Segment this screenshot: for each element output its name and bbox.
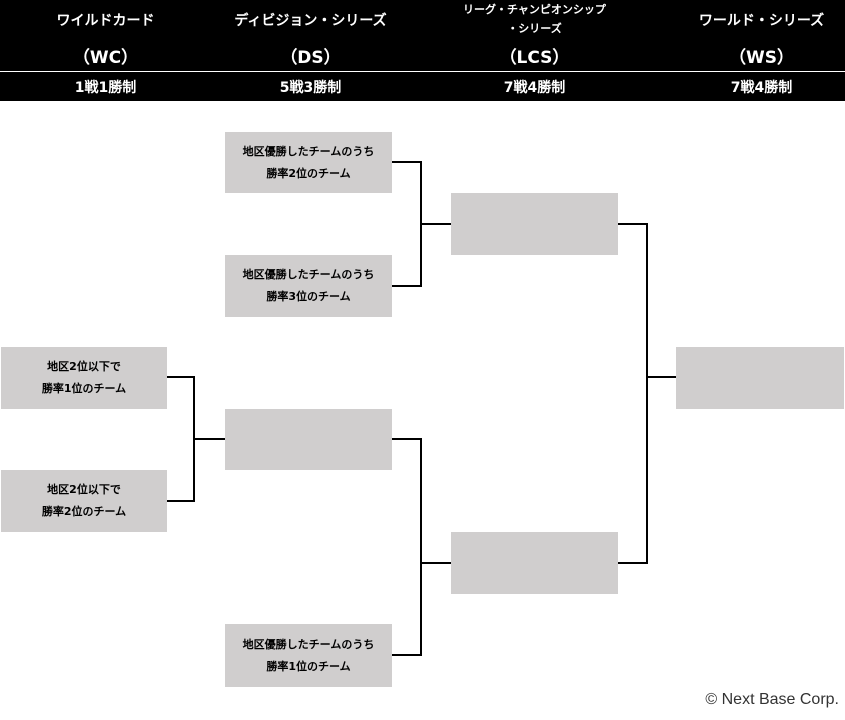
round-name-line2: ・シリーズ [507, 22, 562, 35]
round-name: ディビジョン・シリーズ [234, 13, 387, 29]
round-name: リーグ・チャンピオンシップ [463, 3, 606, 16]
ds-slot-2: 地区優勝したチームのうち 勝率3位のチーム [225, 255, 392, 317]
round-header-ds: ディビジョン・シリーズ （DS） 5戦3勝制 [205, 0, 416, 101]
slot-label: 勝率3位のチーム [266, 290, 351, 303]
lcs-slot-2 [451, 532, 618, 594]
round-header-lcs: リーグ・チャンピオンシップ ・シリーズ （LCS） 7戦4勝制 [429, 0, 640, 101]
round-header-ws: ワールド・シリーズ （WS） 7戦4勝制 [656, 0, 845, 101]
ds-bottom-connector [392, 438, 451, 656]
round-format: 7戦4勝制 [730, 80, 793, 96]
ds-top-connector [392, 161, 451, 287]
lcs-slot-1 [451, 193, 618, 255]
header-divider [0, 71, 845, 72]
wc-slot-1: 地区2位以下で 勝率1位のチーム [1, 347, 167, 409]
round-format: 1戦1勝制 [74, 80, 137, 96]
round-abbr: （DS） [280, 48, 341, 68]
round-abbr: （WS） [729, 48, 794, 68]
slot-label: 地区優勝したチームのうち [242, 268, 375, 281]
slot-label: 地区優勝したチームのうち [242, 144, 375, 158]
round-name: ワイルドカード [56, 13, 155, 29]
slot-label: 地区2位以下で [47, 483, 121, 496]
round-abbr: （LCS） [499, 48, 570, 68]
round-header-wc: ワイルドカード （WC） 1戦1勝制 [0, 0, 211, 101]
slot-label: 勝率2位のチーム [41, 505, 127, 518]
round-format: 7戦4勝制 [503, 80, 566, 96]
ds-slot-3 [225, 409, 392, 470]
wc-slot-2: 地区2位以下で 勝率2位のチーム [1, 470, 167, 532]
copyright-text: © Next Base Corp. [705, 691, 839, 708]
slot-label: 地区2位以下で [47, 360, 121, 373]
wc-connector [167, 376, 225, 502]
round-format: 5戦3勝制 [279, 80, 342, 96]
slot-label: 勝率1位のチーム [266, 659, 351, 673]
round-name: ワールド・シリーズ [698, 13, 825, 29]
lcs-connector [618, 223, 676, 564]
ds-slot-1: 地区優勝したチームのうち 勝率2位のチーム [225, 132, 392, 193]
ds-slot-4: 地区優勝したチームのうち 勝率1位のチーム [225, 624, 392, 687]
round-abbr: （WC） [72, 48, 139, 68]
slot-label: 勝率1位のチーム [41, 382, 127, 395]
round-header: ワイルドカード （WC） 1戦1勝制 ディビジョン・シリーズ （DS） 5戦3勝… [0, 0, 845, 101]
slot-label: 地区優勝したチームのうち [242, 637, 375, 651]
slot-label: 勝率2位のチーム [266, 166, 351, 180]
ws-slot [676, 347, 844, 409]
